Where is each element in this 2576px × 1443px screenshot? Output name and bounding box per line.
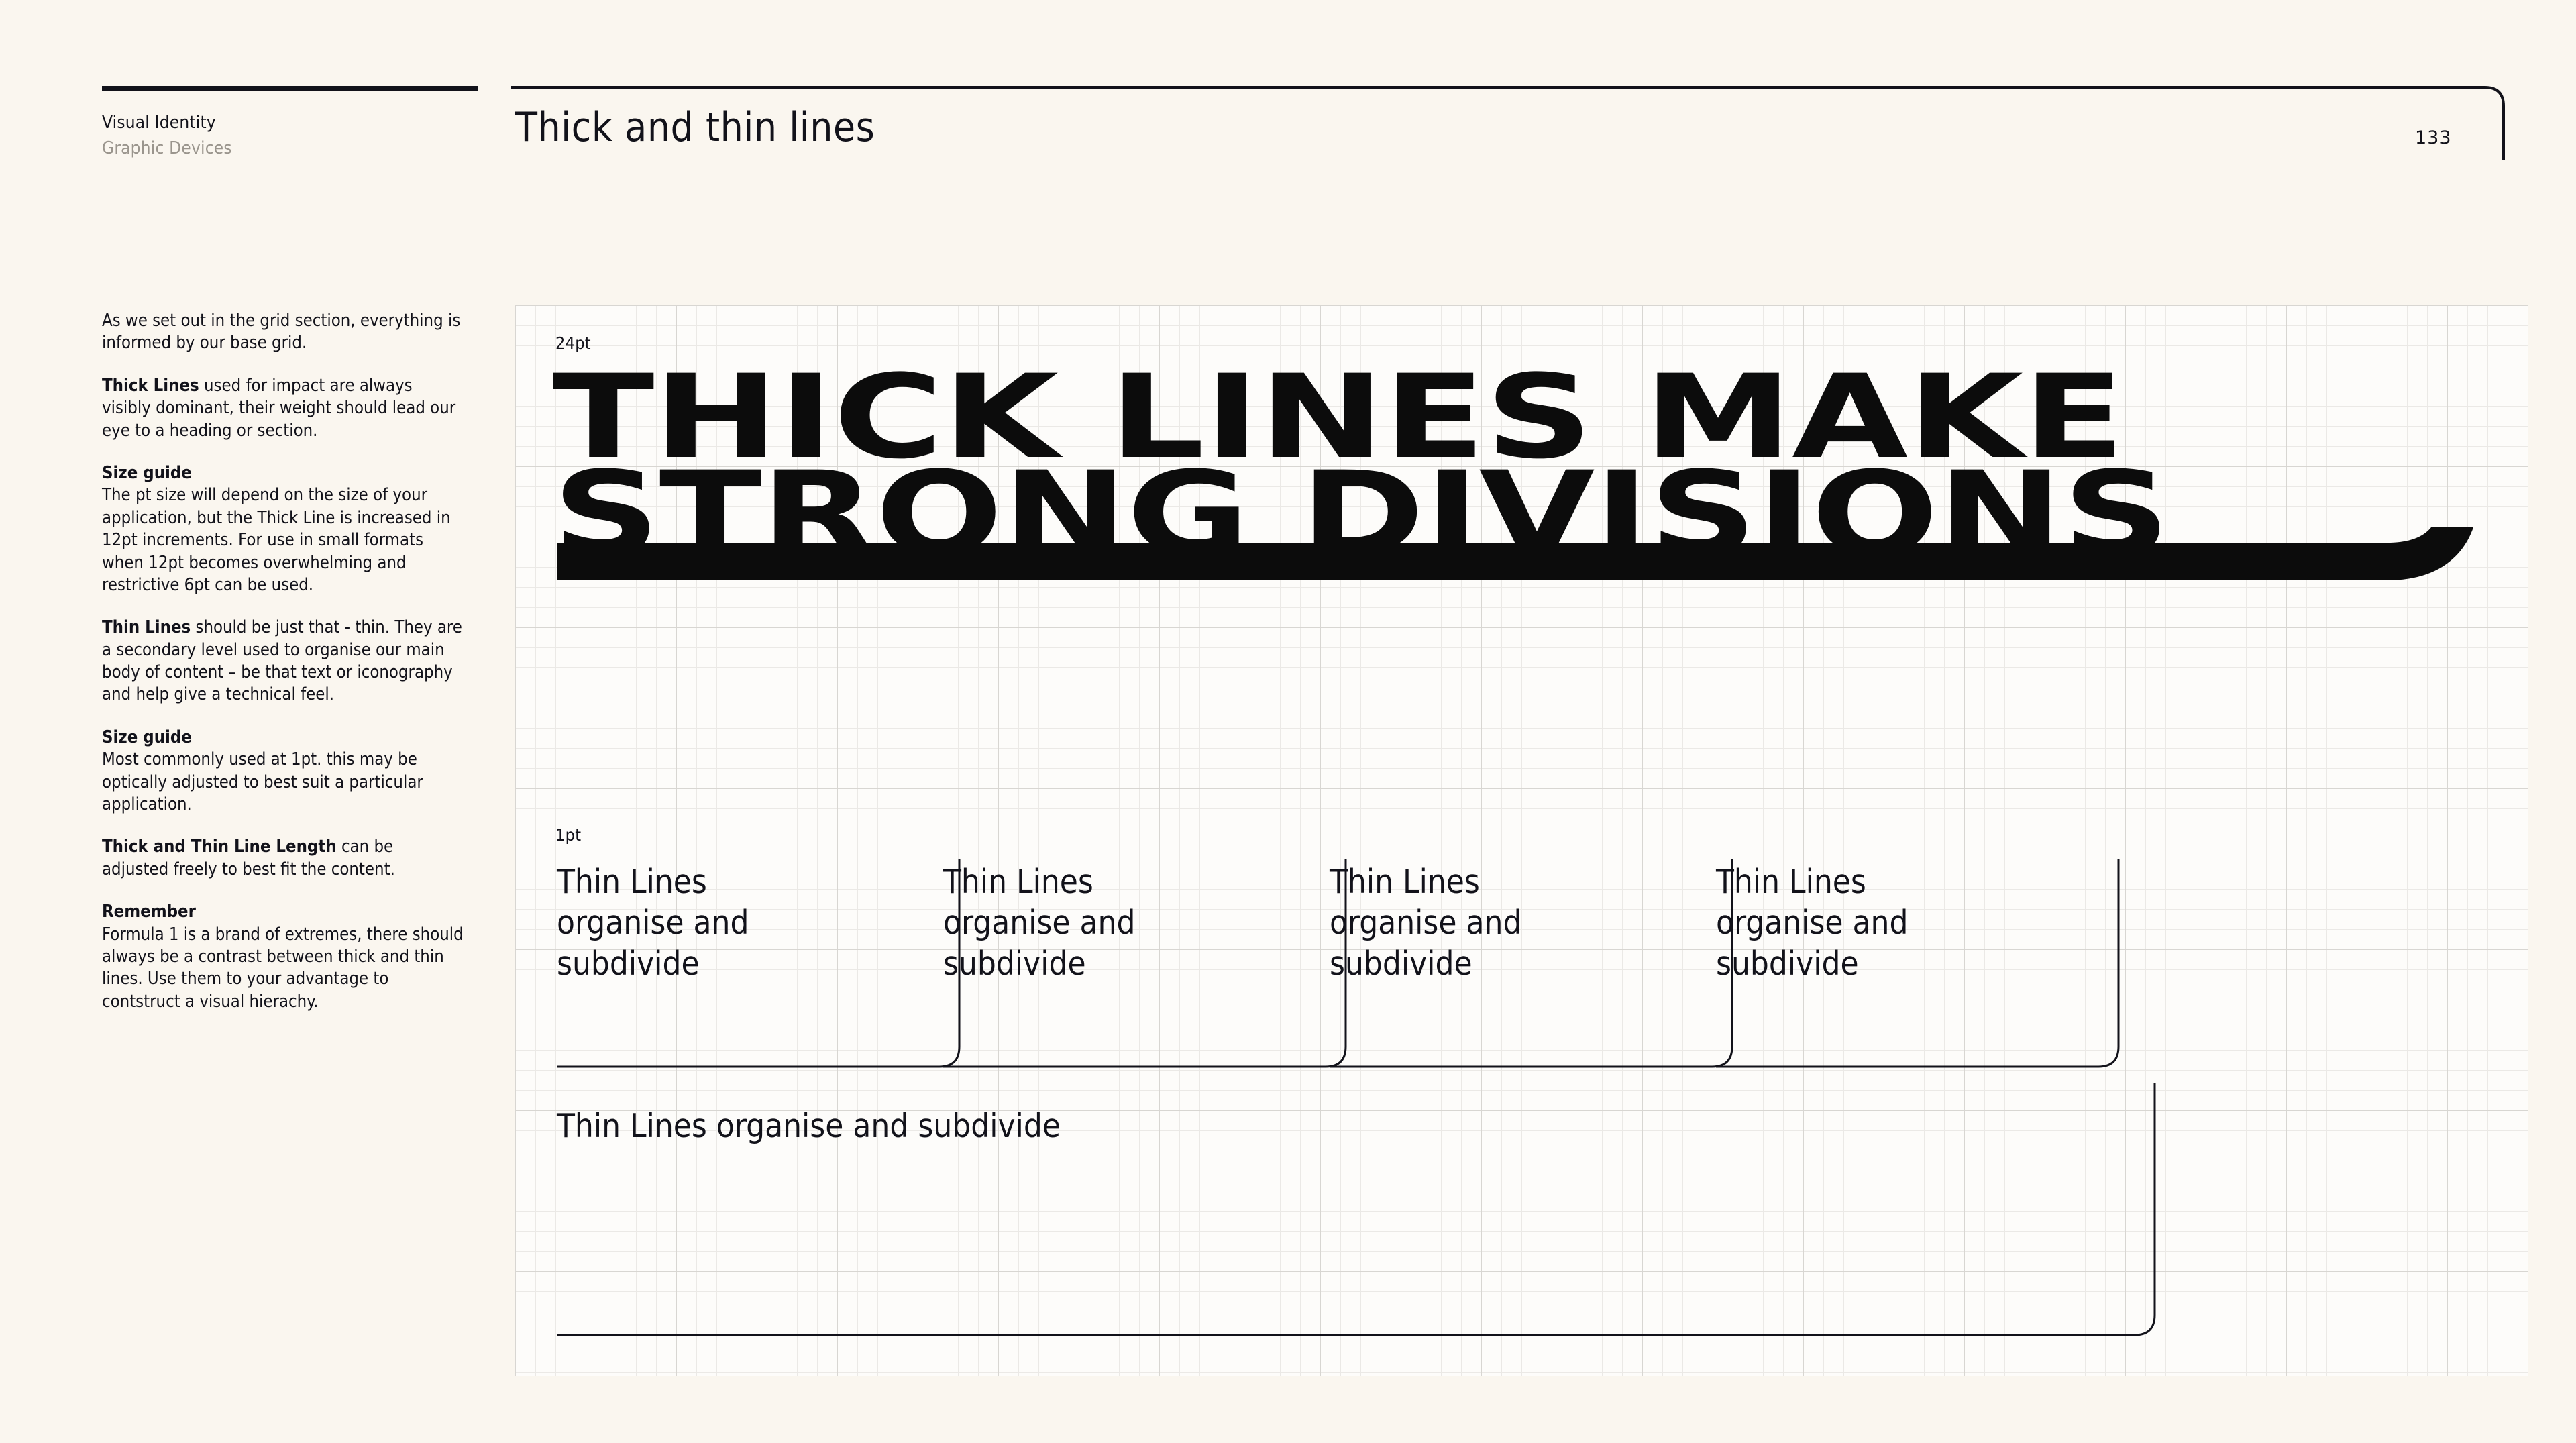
size-guide-1-heading: Size guide	[102, 462, 192, 483]
header-rule-right	[510, 74, 2525, 161]
remember-body: Formula 1 is a brand of extremes, there …	[102, 924, 464, 1012]
thin-line-columns: Thin Lines organise and subdivide Thin L…	[515, 845, 2528, 1083]
column-text: Thin Lines organise and subdivide	[1716, 863, 1909, 983]
intro-text: As we set out in the grid section, every…	[102, 311, 461, 354]
line-length-label: Thick and Thin Line Length	[102, 837, 337, 857]
thick-lines-label: Thick Lines	[102, 375, 199, 396]
thin-size-label: 1pt	[555, 825, 582, 845]
column-text: Thin Lines organise and subdivide	[557, 863, 749, 983]
paragraph-intro: As we set out in the grid section, every…	[102, 310, 464, 355]
single-line-text: Thin Lines organise and subdivide	[557, 1107, 1061, 1145]
paragraph-thick-lines: Thick Lines used for impact are always v…	[102, 375, 464, 442]
breadcrumb-primary: Visual Identity	[102, 113, 216, 133]
page-title: Thick and thin lines	[515, 104, 875, 151]
enclosing-thin-rules	[515, 1083, 2528, 1365]
example-canvas: 24pt THICK LINES MAKE STRONG DIVISIONS 1…	[515, 305, 2528, 1376]
column-text: Thin Lines organise and subdivide	[943, 863, 1136, 983]
header-rule-left	[102, 86, 478, 91]
size-guide-1-body: The pt size will depend on the size of y…	[102, 485, 451, 595]
size-guide-2-body: Most commonly used at 1pt. this may be o…	[102, 749, 423, 815]
paragraph-line-length: Thick and Thin Line Length can be adjust…	[102, 836, 464, 881]
page-number: 133	[2415, 127, 2452, 148]
breadcrumb: Visual Identity Graphic Devices	[102, 111, 232, 161]
thin-lines-label: Thin Lines	[102, 617, 191, 638]
column-text: Thin Lines organise and subdivide	[1330, 863, 1522, 983]
line-length-body: can be adjusted freely to best fit the c…	[102, 837, 395, 879]
thick-lines-body: used for impact are always visibly domin…	[102, 375, 456, 441]
headline-line-1: THICK LINES MAKE	[552, 350, 2125, 484]
remember-heading: Remember	[102, 902, 196, 922]
paragraph-thin-lines: Thin Lines should be just that - thin. T…	[102, 617, 464, 706]
breadcrumb-secondary: Graphic Devices	[102, 138, 232, 158]
thick-line-rule	[515, 527, 2528, 741]
sidebar-copy: As we set out in the grid section, every…	[102, 310, 464, 1033]
thin-lines-body: should be just that - thin. They are a s…	[102, 617, 462, 705]
thick-size-label: 24pt	[555, 333, 591, 353]
size-guide-2-heading: Size guide	[102, 727, 192, 747]
